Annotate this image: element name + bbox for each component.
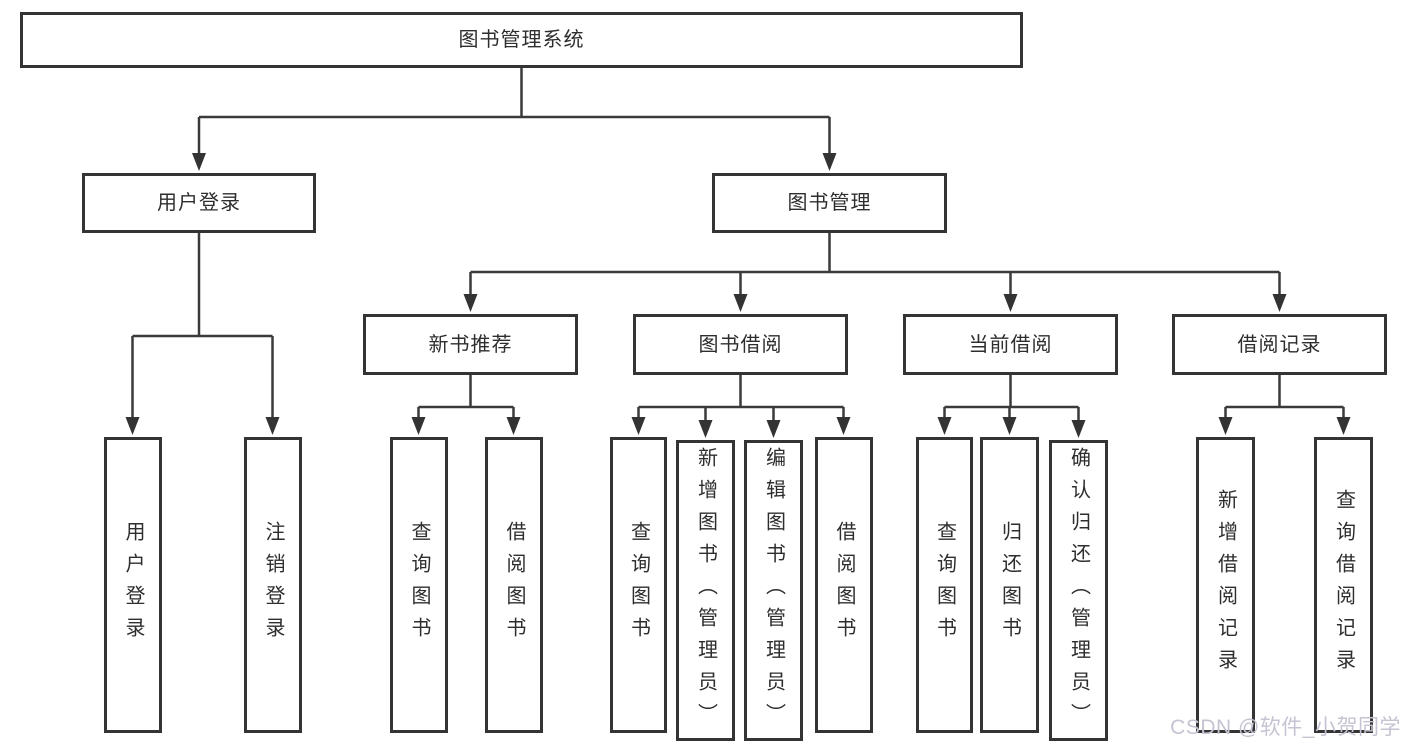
leaf-return-books: 归还图书 (980, 437, 1039, 733)
leaf-query-borrow-record-label: 查询借阅记录 (1332, 489, 1355, 681)
csdn-watermark: CSDN @软件_小贺同学 (1170, 716, 1401, 739)
leaf-query-books-3: 查询图书 (916, 437, 973, 733)
leaf-query-books-1-label: 查询图书 (408, 521, 430, 649)
leaf-confirm-return-admin-label: 确认归还（管理员） (1067, 446, 1090, 735)
leaf-query-books-3-label: 查询图书 (933, 521, 956, 649)
leaf-logout: 注销登录 (244, 437, 302, 733)
node-book-management: 图书管理 (712, 173, 947, 233)
leaf-return-books-label: 归还图书 (998, 521, 1021, 649)
leaf-add-borrow-record: 新增借阅记录 (1196, 437, 1255, 733)
leaf-borrow-books-2: 借阅图书 (815, 437, 873, 733)
leaf-query-books-1: 查询图书 (390, 437, 448, 733)
node-user-login: 用户登录 (82, 173, 316, 233)
leaf-logout-label: 注销登录 (262, 521, 284, 649)
leaf-query-books-2: 查询图书 (610, 437, 667, 733)
leaf-confirm-return-admin: 确认归还（管理员） (1049, 440, 1108, 741)
node-library-management-system: 图书管理系统 (20, 12, 1023, 68)
leaf-edit-books-admin: 编辑图书（管理员） (744, 440, 803, 741)
leaf-borrow-books-1: 借阅图书 (485, 437, 543, 733)
leaf-add-books-admin-label: 新增图书（管理员） (694, 446, 717, 735)
node-borrowing-records: 借阅记录 (1172, 314, 1387, 375)
leaf-add-borrow-record-label: 新增借阅记录 (1214, 489, 1237, 681)
leaf-user-login: 用户登录 (104, 437, 162, 733)
leaf-query-borrow-record: 查询借阅记录 (1314, 437, 1373, 733)
leaf-edit-books-admin-label: 编辑图书（管理员） (762, 446, 785, 735)
node-current-borrowing: 当前借阅 (903, 314, 1118, 375)
leaf-borrow-books-2-label: 借阅图书 (833, 521, 855, 649)
node-new-book-recommend: 新书推荐 (363, 314, 578, 375)
leaf-add-books-admin: 新增图书（管理员） (676, 440, 735, 741)
leaf-user-login-label: 用户登录 (122, 521, 144, 649)
leaf-borrow-books-1-label: 借阅图书 (503, 521, 525, 649)
leaf-query-books-2-label: 查询图书 (627, 521, 650, 649)
node-book-borrowing: 图书借阅 (633, 314, 848, 375)
